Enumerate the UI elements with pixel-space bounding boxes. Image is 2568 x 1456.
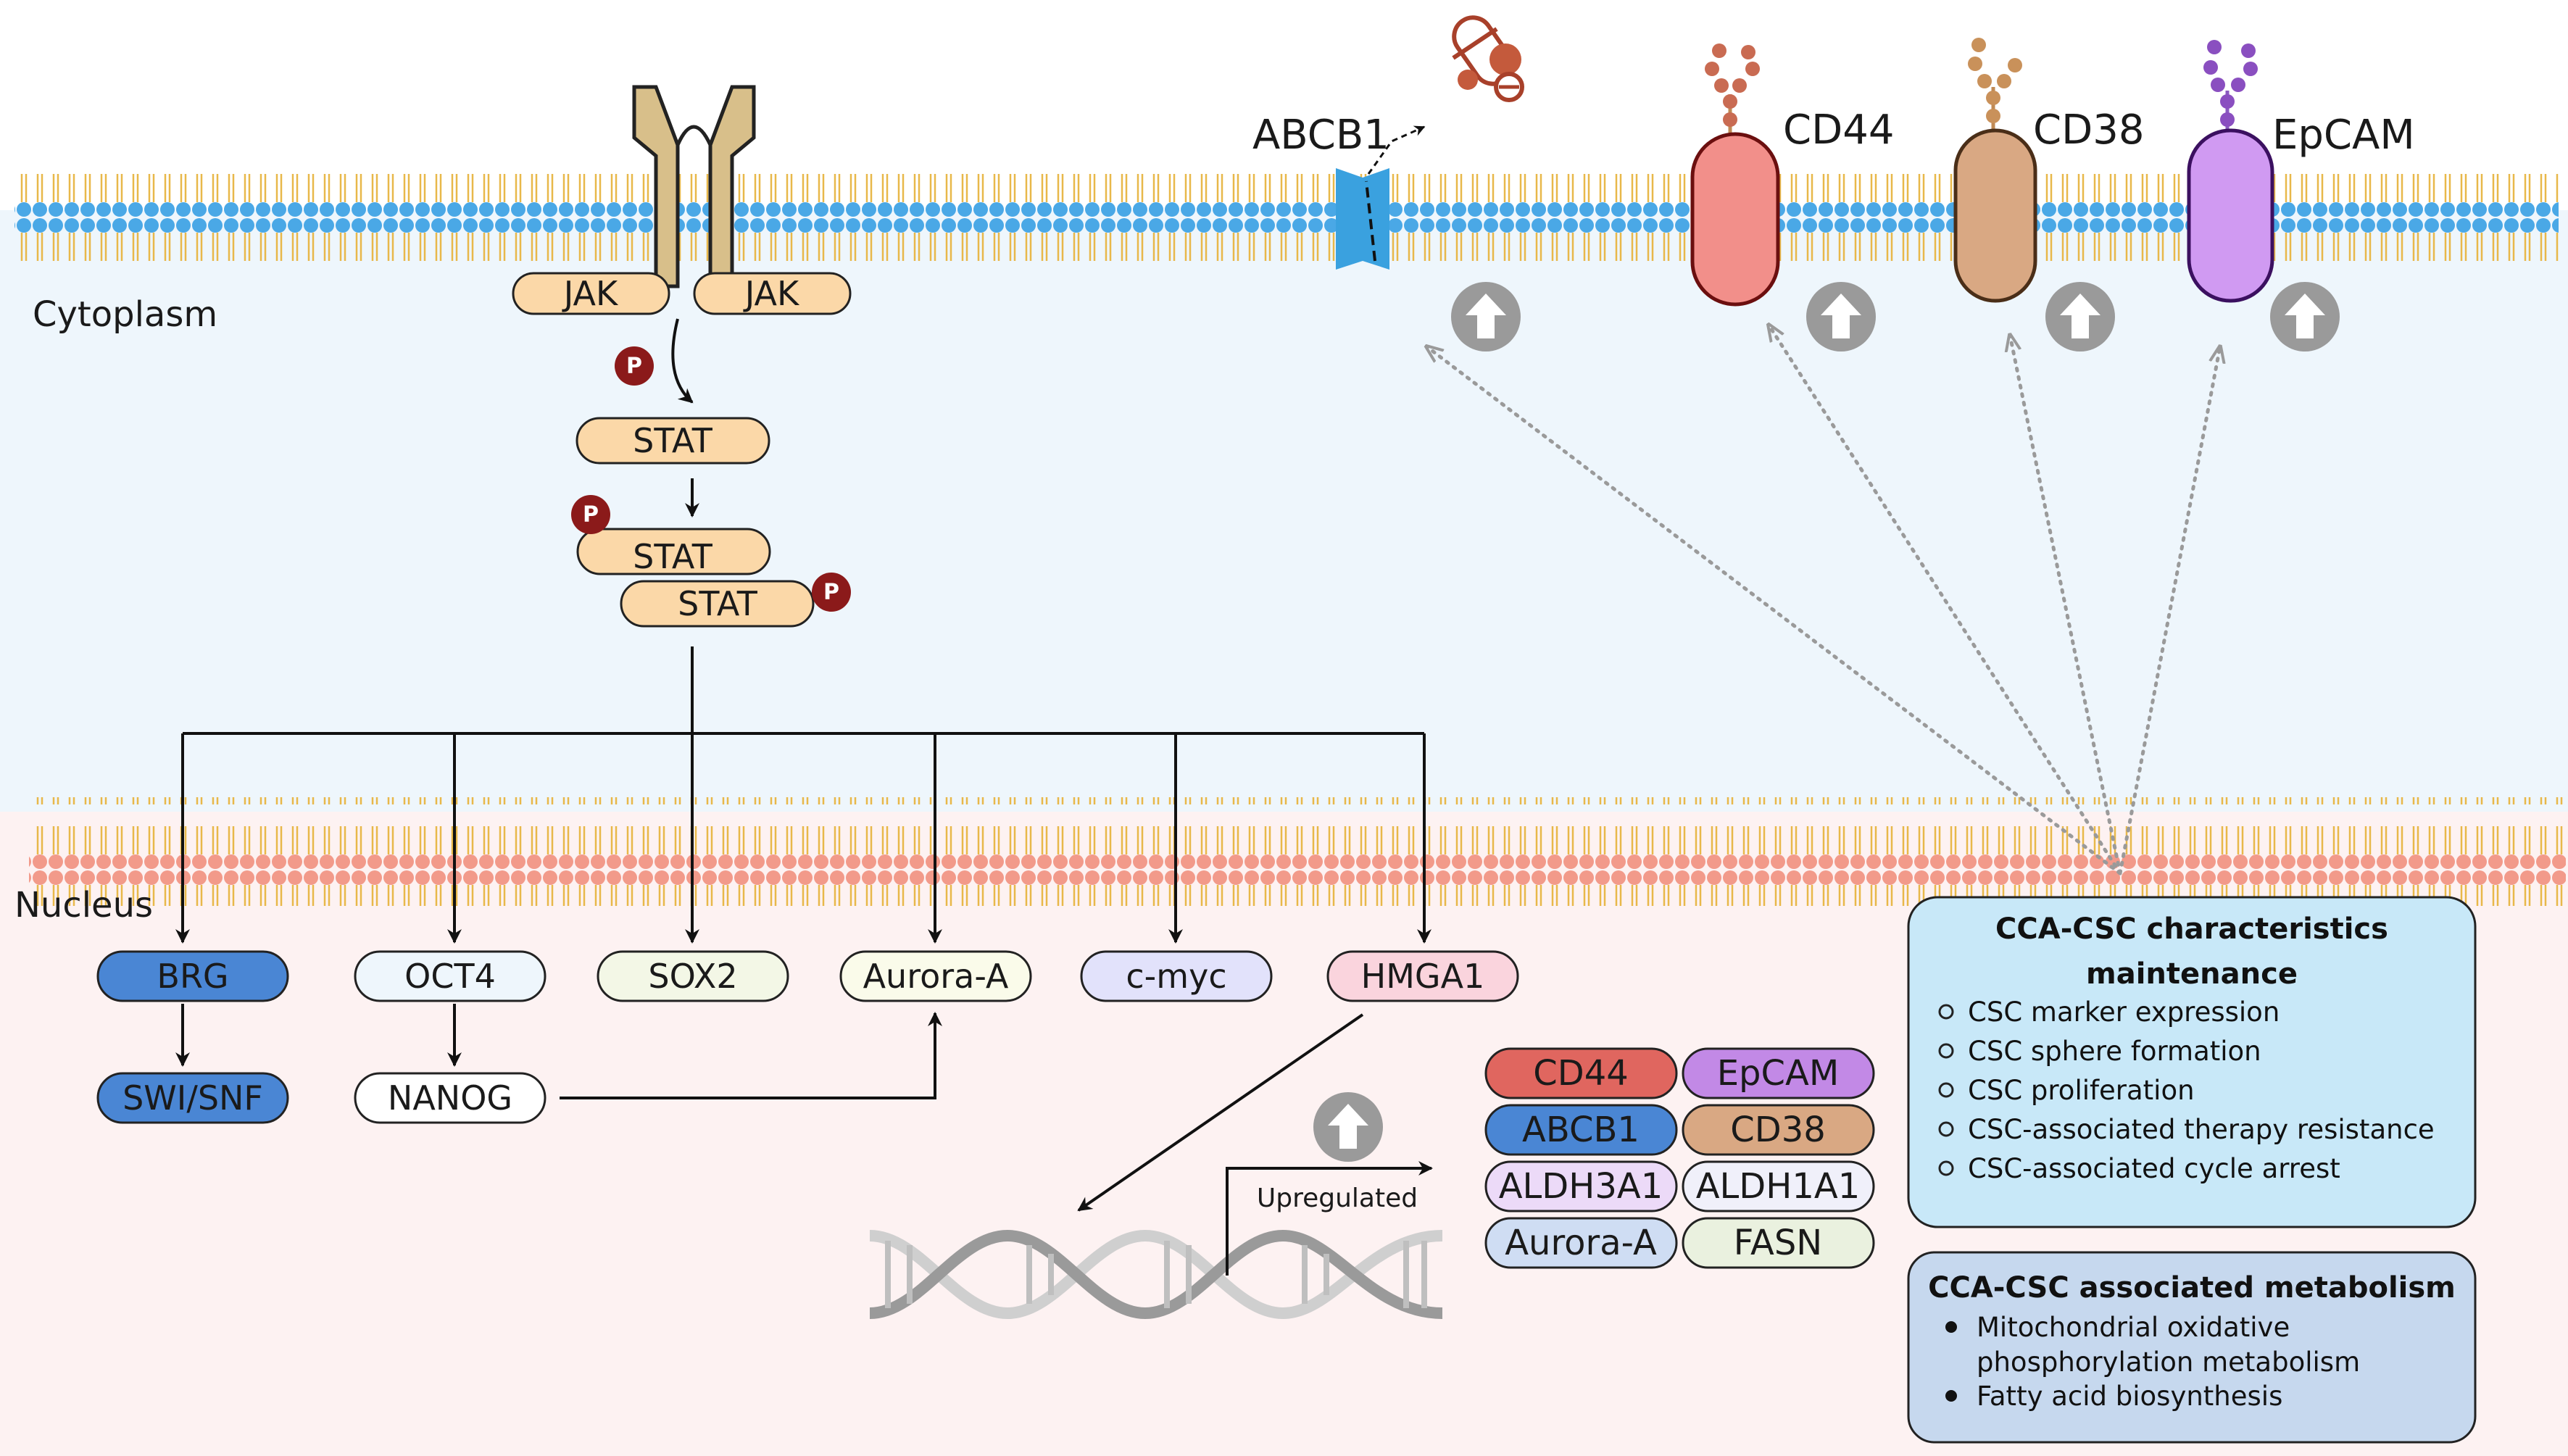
gene-epcam-label: EpCAM xyxy=(1717,1053,1840,1094)
swi-snf-pill xyxy=(96,1072,289,1124)
csc-item: CSC-associated cycle arrest xyxy=(1968,1153,2340,1184)
swi-snf-label: SWI/SNF xyxy=(122,1078,263,1118)
metabolism-box-title: CCA-CSC associated metabolism xyxy=(1928,1271,2456,1305)
metabolism-item2: Fatty acid biosynthesis xyxy=(1977,1381,2282,1412)
dna-helix xyxy=(869,1229,1443,1320)
gene-abcb1-pill xyxy=(1484,1104,1678,1156)
nanog-label: NANOG xyxy=(388,1078,512,1118)
gene-aurora-a-pill xyxy=(1484,1217,1678,1269)
cd44-receptor xyxy=(1690,43,1780,307)
hmga1-pill xyxy=(1326,950,1519,1002)
c-myc-pill xyxy=(1080,950,1273,1002)
phospho-badge-stat-bottom xyxy=(812,573,851,612)
sox2-label: SOX2 xyxy=(648,957,737,996)
hmga1-to-dna-arrow xyxy=(1077,1013,1364,1212)
cytoplasm-label: Cytoplasm xyxy=(33,294,217,335)
hmga1-label: HMGA1 xyxy=(1361,957,1485,996)
epcam-label: EpCAM xyxy=(2272,112,2415,159)
metabolism-item1-line2: phosphorylation metabolism xyxy=(1977,1347,2360,1378)
stat-single-pill xyxy=(575,417,770,465)
phosphorylation-arrow xyxy=(671,318,694,404)
csc-item: CSC marker expression xyxy=(1968,997,2280,1028)
gene-epcam-pill xyxy=(1682,1047,1875,1099)
csc-characteristics-box xyxy=(1907,896,2477,1228)
brg-pill xyxy=(96,950,289,1002)
epcam-receptor xyxy=(2187,40,2274,303)
nucleus-label: Nucleus xyxy=(14,885,153,925)
gene-aurora-a-label: Aurora-A xyxy=(1505,1223,1657,1263)
gene-cd38-label: CD38 xyxy=(1730,1110,1826,1150)
csc-item: CSC-associated therapy resistance xyxy=(1968,1114,2435,1145)
phospho-badge-jak xyxy=(615,346,654,386)
cd44-label: CD44 xyxy=(1783,107,1894,154)
up-icon-epcam xyxy=(2270,282,2340,351)
c-myc-label: c-myc xyxy=(1126,957,1226,996)
nanog-to-aurora-arrow xyxy=(560,1012,942,1099)
stat-dimer-bottom-pill xyxy=(620,580,815,628)
up-icon-abcb1 xyxy=(1451,282,1521,351)
stat-dimer-top-pill xyxy=(576,528,771,575)
sox2-pill xyxy=(597,950,789,1002)
cytokine-receptor xyxy=(632,85,756,288)
phospho-label-jak: P xyxy=(626,354,642,379)
upregulated-up-icon xyxy=(1313,1092,1383,1162)
gene-cd44-label: CD44 xyxy=(1533,1053,1629,1094)
feedback-dotted-arrows xyxy=(1426,325,2220,875)
stat-dimer-bottom-label: STAT xyxy=(678,584,758,623)
gene-aldh1a1-pill xyxy=(1682,1160,1875,1212)
csc-box-title-line2: maintenance xyxy=(2086,957,2298,991)
up-icon-cd44 xyxy=(1806,282,1876,351)
aurora-a-pill xyxy=(839,950,1032,1002)
csc-item: CSC sphere formation xyxy=(1968,1036,2261,1067)
gene-fasn-pill xyxy=(1682,1217,1875,1269)
csc-box-list: CSC marker expression CSC sphere formati… xyxy=(1938,997,2435,1184)
jak-right-label: JAK xyxy=(743,274,800,313)
csc-item: CSC proliferation xyxy=(1968,1075,2195,1106)
aurora-a-label: Aurora-A xyxy=(863,957,1009,996)
abcb1-label: ABCB1 xyxy=(1252,112,1389,159)
gene-fasn-label: FASN xyxy=(1734,1223,1822,1263)
upregulated-label: Upregulated xyxy=(1257,1183,1418,1213)
stat-single-label: STAT xyxy=(633,421,713,460)
phospho-label-stat-bottom: P xyxy=(823,580,839,605)
metabolism-item1-line1: Mitochondrial oxidative xyxy=(1977,1312,2290,1343)
gene-aldh1a1-label: ALDH1A1 xyxy=(1696,1166,1861,1207)
jak-right-pill xyxy=(693,272,852,315)
stat-dimer-top-label: STAT xyxy=(633,537,713,576)
cytoplasm-region xyxy=(0,210,2568,812)
extracellular-region xyxy=(0,0,2568,159)
drug-capsule-icon xyxy=(1452,15,1524,102)
gene-cd44-pill xyxy=(1484,1047,1678,1099)
cd38-label: CD38 xyxy=(2033,107,2144,154)
csc-box-title-line1: CCA-CSC characteristics xyxy=(1995,912,2388,946)
oct4-label: OCT4 xyxy=(404,957,496,996)
gene-aldh3a1-label: ALDH3A1 xyxy=(1499,1166,1663,1207)
nanog-pill xyxy=(354,1072,547,1124)
up-icon-cd38 xyxy=(2045,282,2115,351)
jak-left-label: JAK xyxy=(562,274,619,313)
phospho-label-stat-top: P xyxy=(583,502,599,528)
abcb1-transporter xyxy=(1336,125,1426,270)
gene-abcb1-label: ABCB1 xyxy=(1522,1110,1640,1150)
stat-target-tree xyxy=(175,646,1431,944)
transcription-arrow xyxy=(1226,1161,1433,1276)
cd38-receptor xyxy=(1953,38,2037,303)
metabolism-box xyxy=(1907,1251,2477,1444)
gene-cd38-pill xyxy=(1682,1104,1875,1156)
jak-left-pill xyxy=(512,272,670,315)
cell-membrane xyxy=(14,161,2559,270)
gene-aldh3a1-pill xyxy=(1484,1160,1678,1212)
nuclear-membrane xyxy=(29,797,2566,906)
phospho-badge-stat-top xyxy=(571,495,610,534)
brg-label: BRG xyxy=(157,957,228,996)
oct4-pill xyxy=(354,950,547,1002)
